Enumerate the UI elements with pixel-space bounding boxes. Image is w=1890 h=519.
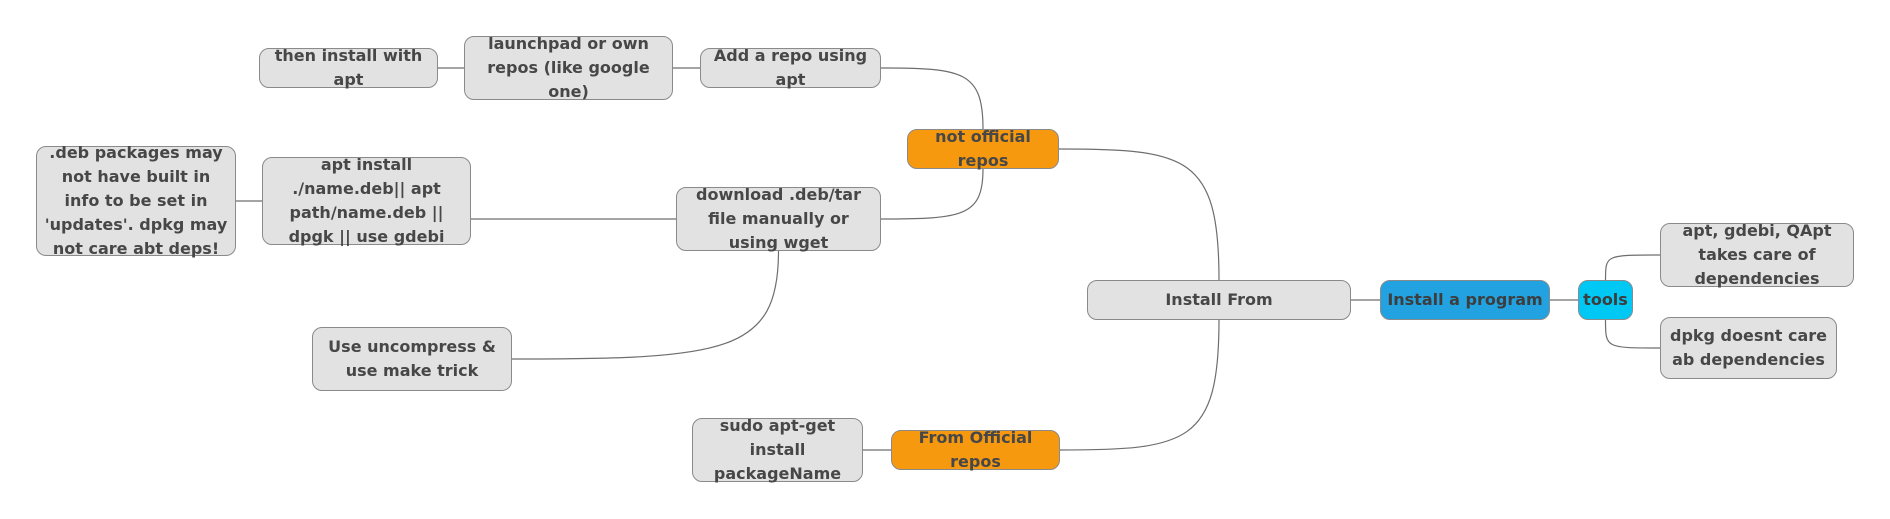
node-add-repo-using-apt[interactable]: Add a repo using apt — [700, 46, 881, 89]
edge-install-from-to-official — [1059, 319, 1220, 451]
node-install-from[interactable]: Install From — [1087, 280, 1351, 320]
node-label: apt install ./name.deb|| apt path/name.d… — [288, 155, 445, 246]
node-uncompress-make[interactable]: Use uncompress & use make trick — [312, 327, 512, 391]
edge-not-official-to-add-repo — [880, 67, 984, 130]
node-label: dpkg doesnt care ab dependencies — [1669, 326, 1828, 369]
edge-download-to-uncompress — [511, 250, 780, 360]
node-label: not official repos — [935, 127, 1031, 170]
node-label: From Official repos — [918, 428, 1033, 471]
edge-install-from-to-not-official — [1058, 148, 1220, 281]
node-download-deb-tar[interactable]: download .deb/tar file manually or using… — [676, 185, 881, 252]
node-label: sudo apt-get install packageName — [713, 416, 842, 483]
node-not-official-repos[interactable]: not official repos — [907, 127, 1059, 170]
node-from-official-repos[interactable]: From Official repos — [891, 428, 1060, 471]
node-then-install-with-apt[interactable]: then install with apt — [259, 46, 438, 89]
node-label: tools — [1583, 290, 1628, 309]
node-label: launchpad or own repos (like google one) — [487, 34, 650, 101]
node-label: Install From — [1165, 290, 1273, 309]
node-label: then install with apt — [274, 46, 423, 89]
node-dpkg-dependencies[interactable]: dpkg doesnt care ab dependencies — [1660, 317, 1837, 379]
node-deb-packages-warning[interactable]: .deb packages may not have built in info… — [36, 143, 236, 258]
node-label: download .deb/tar file manually or using… — [696, 185, 861, 252]
edge-tools-to-tools-deps — [1604, 254, 1661, 281]
edge-not-official-to-download — [880, 168, 984, 220]
node-launchpad-repos[interactable]: launchpad or own repos (like google one) — [464, 34, 673, 101]
node-label: Use uncompress & use make trick — [328, 337, 496, 380]
edge-tools-to-dpkg-deps — [1604, 319, 1661, 349]
node-apt-install-deb[interactable]: apt install ./name.deb|| apt path/name.d… — [262, 155, 471, 246]
node-tools[interactable]: tools — [1578, 280, 1633, 320]
node-install-a-program[interactable]: Install a program — [1380, 280, 1550, 320]
node-label: Install a program — [1387, 290, 1543, 309]
node-tools-dependencies[interactable]: apt, gdebi, QApt takes care of dependenc… — [1660, 221, 1854, 288]
node-label: Add a repo using apt — [713, 46, 868, 89]
node-sudo-apt-get-install[interactable]: sudo apt-get install packageName — [692, 416, 863, 483]
node-label: apt, gdebi, QApt takes care of dependenc… — [1682, 221, 1832, 288]
node-label: .deb packages may not have built in info… — [44, 143, 228, 258]
